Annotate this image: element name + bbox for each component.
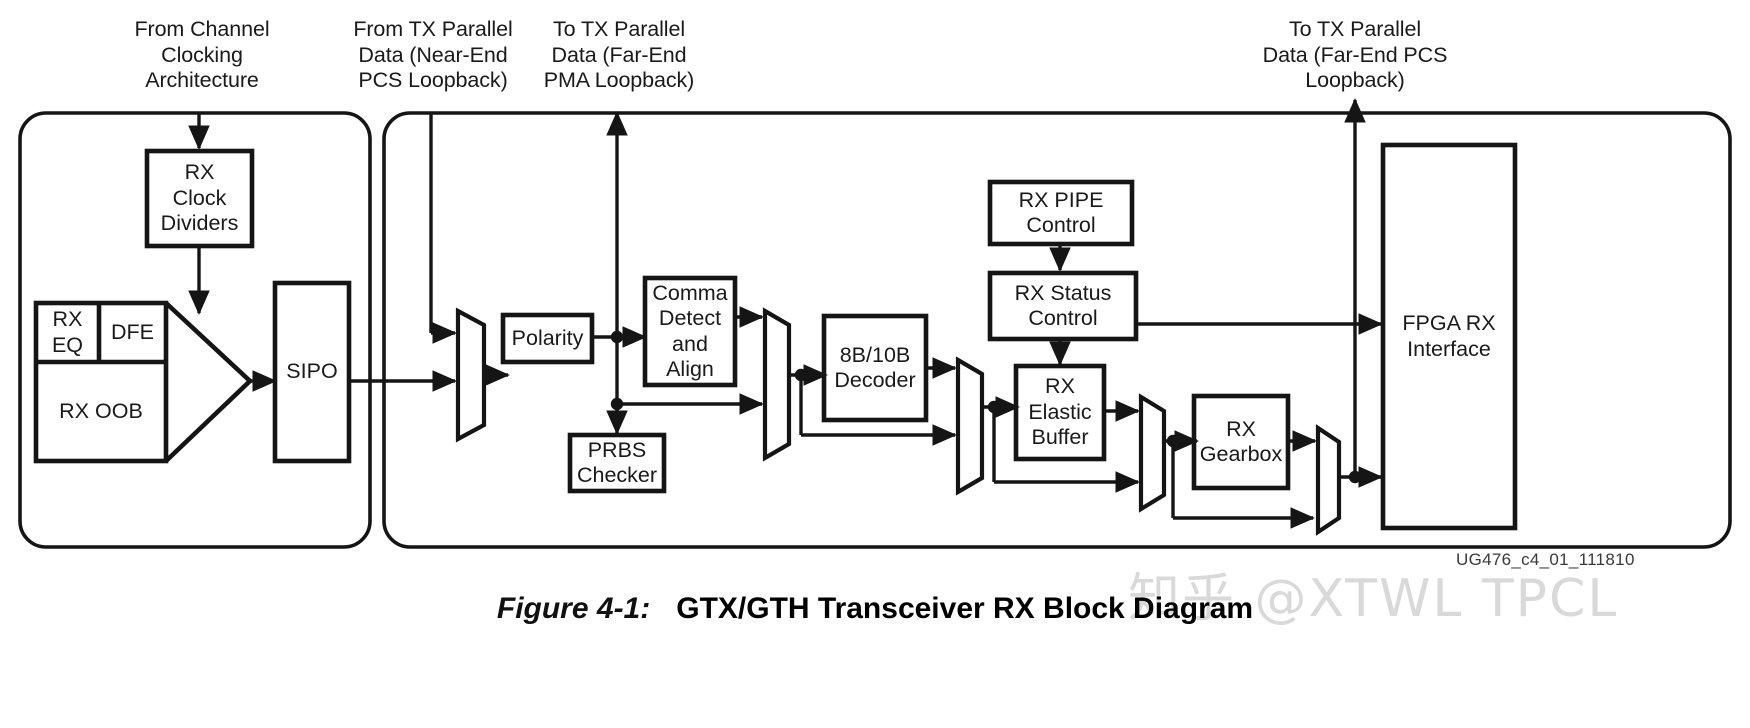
text-8b10b-decoder: 8B/10B Decoder [834, 342, 916, 393]
document-id-label: UG476_c4_01_111810 [1456, 550, 1635, 569]
text-rx-gearbox: RX Gearbox [1199, 416, 1283, 467]
text-rx-eq: RX EQ [51, 307, 84, 357]
text-comma-detect-and-align: Comma Detect and Align [652, 280, 728, 382]
block-sipo [272, 280, 352, 464]
text-dfe: DFE [111, 319, 154, 344]
mux-elastic-bypass [1138, 393, 1167, 513]
text-rx-elastic-buffer: RX Elastic Buffer [1028, 374, 1092, 450]
text-rx-oob: RX OOB [59, 398, 143, 423]
shape-amplifier [164, 301, 254, 463]
figure-number: Figure 4-1: [496, 592, 651, 625]
mux-comma-bypass [762, 307, 792, 462]
text-rx-clock-dividers: RX Clock Dividers [160, 160, 239, 236]
mux-input-select [455, 307, 487, 443]
text-sipo: SIPO [286, 359, 338, 384]
block-comma-detect-and-align [642, 275, 738, 388]
pma-container [18, 111, 372, 549]
mux-decoder-bypass [955, 356, 985, 496]
figure-title: GTX/GTH Transceiver RX Block Diagram [676, 592, 1254, 625]
label-from-tx-parallel-near-end: From TX Parallel Data (Near-End PCS Loop… [353, 17, 513, 92]
mux-gearbox-bypass [1315, 424, 1342, 536]
text-rx-pipe-control: RX PIPE Control [1018, 187, 1104, 238]
figure-caption: Figure 4-1: GTX/GTH Transceiver RX Block … [0, 592, 1750, 626]
text-rx-status-control: RX Status Control [1014, 280, 1112, 331]
label-to-tx-parallel-far-end-pcs: To TX Parallel Data (Far-End PCS Loopbac… [1262, 17, 1448, 92]
block-fpga-rx-interface [1380, 142, 1518, 531]
pcs-container [382, 111, 1732, 549]
block-rx-status-control [987, 270, 1139, 342]
text-prbs-checker: PRBS Checker [576, 437, 658, 488]
label-from-channel-clocking: From Channel Clocking Architecture [134, 17, 270, 92]
text-polarity: Polarity [511, 325, 584, 350]
label-to-tx-parallel-far-end-pma: To TX Parallel Data (Far-End PMA Loopbac… [543, 17, 695, 92]
text-fpga-rx-interface: FPGA RX Interface [1402, 311, 1496, 361]
block-prbs-checker [567, 432, 667, 494]
